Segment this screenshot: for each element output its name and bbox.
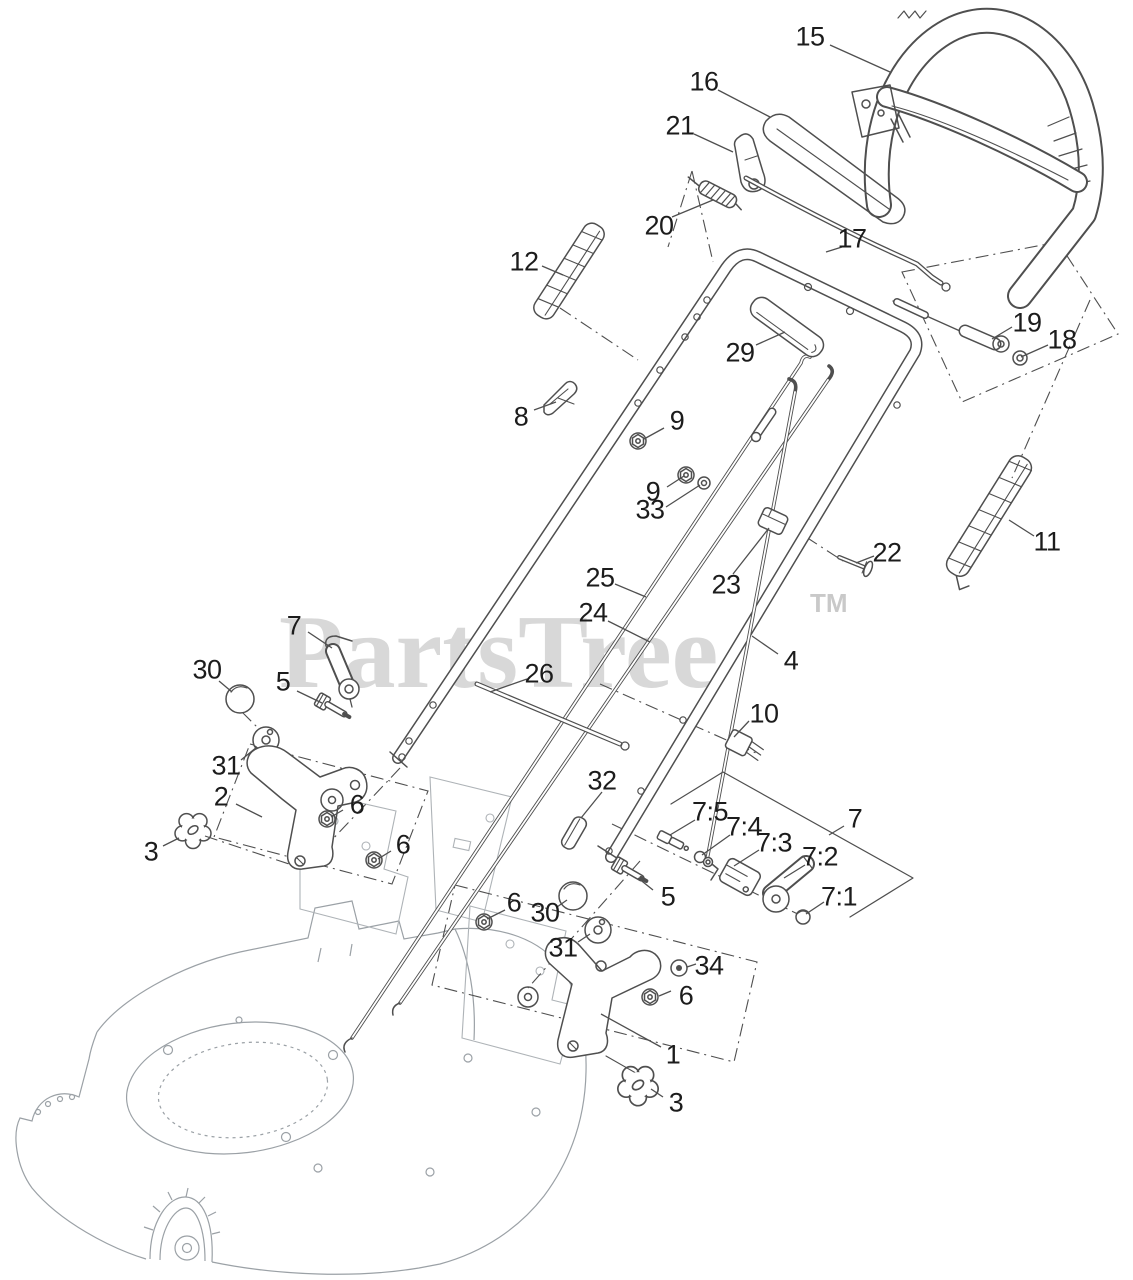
tie-rod-26 bbox=[474, 681, 630, 751]
watermark-tm: TM bbox=[810, 588, 848, 618]
callout-label: 8 bbox=[513, 401, 529, 432]
callout-label: 4 bbox=[783, 645, 799, 676]
callout-label: 2 bbox=[213, 781, 229, 812]
callout-label: 12 bbox=[509, 246, 539, 277]
callout-label: 15 bbox=[795, 21, 825, 52]
callout-label: 5 bbox=[660, 881, 676, 912]
callout-label: 30 bbox=[530, 897, 560, 928]
cable-clamp-23 bbox=[757, 507, 789, 535]
callout-label: 26 bbox=[524, 658, 554, 689]
callout-label: 30 bbox=[192, 654, 222, 685]
callout-label: 21 bbox=[665, 110, 695, 141]
callout-label: 33 bbox=[635, 494, 665, 525]
callout-label: 7:3 bbox=[755, 827, 793, 858]
callout-label: 19 bbox=[1012, 307, 1042, 338]
callout-label: 9 bbox=[645, 476, 661, 507]
callout-label: 7 bbox=[286, 610, 302, 641]
callout-label: 17 bbox=[837, 223, 867, 254]
callout-label: 10 bbox=[749, 698, 779, 729]
lever-7-2 bbox=[762, 855, 815, 913]
callout-label: 7:1 bbox=[820, 881, 858, 912]
knob-ball-30-left bbox=[225, 684, 255, 714]
callout-label: 11 bbox=[1033, 526, 1061, 557]
callout-label: 6 bbox=[395, 829, 411, 860]
nut-6d bbox=[641, 988, 659, 1006]
cable-4 bbox=[705, 377, 798, 881]
cable-24 bbox=[391, 364, 835, 1016]
nut-6c bbox=[475, 913, 493, 931]
callout-label: 31 bbox=[548, 932, 578, 963]
bracket-2 bbox=[246, 745, 368, 870]
callout-label: 7 bbox=[847, 803, 863, 834]
parts-layer bbox=[174, 7, 1104, 1107]
callout-label: 3 bbox=[143, 836, 159, 867]
callout-label: 7:5 bbox=[691, 796, 729, 827]
callout-label: 32 bbox=[587, 765, 617, 796]
grip-strip-11 bbox=[945, 455, 1033, 591]
bail-rod-17 bbox=[743, 175, 951, 292]
sleeve-29 bbox=[749, 296, 825, 358]
callout-label: 9 bbox=[669, 405, 685, 436]
callout-label: 22 bbox=[872, 537, 902, 568]
nut-9 bbox=[629, 432, 647, 450]
bolt-5-mid bbox=[610, 856, 649, 883]
bolt-5-left bbox=[313, 692, 352, 719]
callout-label: 1 bbox=[665, 1039, 681, 1070]
callout-label: 31 bbox=[211, 750, 241, 781]
deck-outline bbox=[15, 900, 587, 1275]
washer-34 bbox=[670, 959, 688, 977]
callout-label: 7:4 bbox=[725, 811, 763, 842]
construction-lines bbox=[204, 170, 1119, 1063]
spring-20 bbox=[687, 176, 742, 211]
callout-label: 29 bbox=[725, 337, 755, 368]
callout-label: 16 bbox=[689, 66, 719, 97]
nut-6a bbox=[318, 810, 336, 828]
callout-label: 23 bbox=[711, 569, 741, 600]
clip-8 bbox=[543, 380, 578, 416]
knob-ball-30-right bbox=[558, 881, 588, 911]
star-knob-3-right bbox=[616, 1065, 660, 1107]
group-7-bracket bbox=[670, 771, 914, 918]
callout-label: 6 bbox=[349, 789, 365, 820]
washer-18 bbox=[1012, 350, 1028, 366]
washer-33 bbox=[697, 476, 711, 490]
callout-label: 3 bbox=[668, 1087, 684, 1118]
callout-label: 24 bbox=[578, 597, 608, 628]
callout-label: 6 bbox=[506, 887, 522, 918]
screw-22 bbox=[837, 555, 874, 578]
control-lever-16 bbox=[762, 113, 906, 225]
pin-7-5 bbox=[656, 830, 690, 852]
callout-label: 20 bbox=[644, 210, 674, 241]
callout-label: 5 bbox=[275, 666, 291, 697]
callout-label: 25 bbox=[585, 562, 615, 593]
callout-label: 6 bbox=[678, 980, 694, 1011]
nut-6b bbox=[365, 851, 383, 869]
hook-lever-21 bbox=[733, 133, 766, 193]
cable-fitting-19 bbox=[892, 298, 1010, 353]
leader-lines bbox=[162, 44, 1049, 1098]
callout-label: 34 bbox=[694, 950, 724, 981]
block-7-3 bbox=[719, 857, 761, 897]
upper-handle bbox=[851, 7, 1104, 309]
nut-9b bbox=[677, 466, 695, 484]
callout-label: 7:2 bbox=[801, 841, 839, 872]
pad-32 bbox=[560, 816, 588, 850]
disc-31-right bbox=[584, 916, 612, 944]
lever-7-left bbox=[324, 635, 360, 708]
callout-label: 18 bbox=[1047, 324, 1077, 355]
star-knob-3-left bbox=[174, 812, 212, 850]
grip-strip-12 bbox=[533, 222, 605, 320]
wire-clip-10 bbox=[724, 729, 764, 761]
